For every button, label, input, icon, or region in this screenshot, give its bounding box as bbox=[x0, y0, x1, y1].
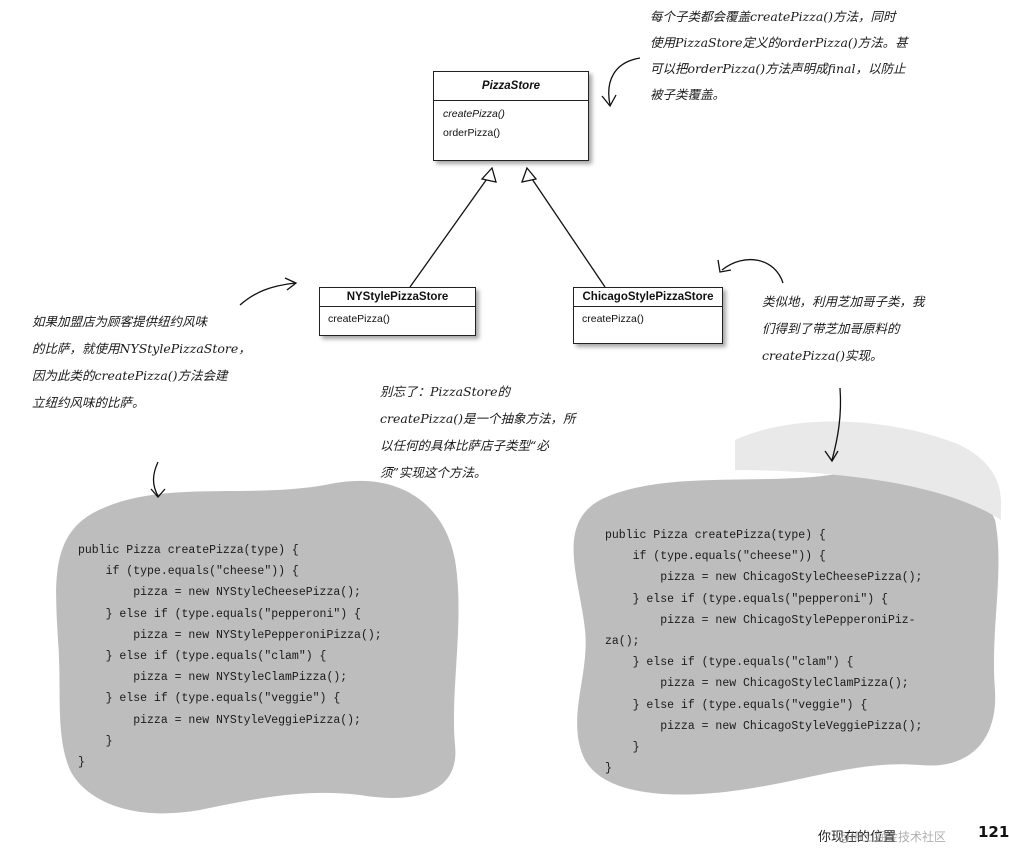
chicago-inherit-line bbox=[529, 175, 606, 288]
right-down-arrowhead bbox=[824, 450, 839, 463]
background-shape bbox=[735, 421, 1001, 520]
ny-inherit-arrowhead bbox=[480, 166, 497, 183]
chicago-createpizza-code: public Pizza createPizza(type) { if (typ… bbox=[605, 529, 923, 776]
chicago-inherit-arrowhead bbox=[520, 166, 538, 183]
chicago-code-blob bbox=[573, 470, 999, 795]
footer-location-label: 你现在的位置 bbox=[818, 830, 897, 845]
note-right-arrow bbox=[721, 258, 784, 284]
left-down-arrowhead bbox=[150, 488, 166, 498]
ny-code-blob bbox=[56, 480, 459, 814]
left-down-arrow bbox=[152, 461, 159, 497]
chicagostylepizzastore-class-name: ChicagoStylePizzaStore bbox=[574, 288, 722, 307]
ny-createpizza-code: public Pizza createPizza(type) { if (typ… bbox=[78, 544, 382, 770]
note-top-arrowhead bbox=[601, 94, 617, 108]
note-left: 如果加盟店为顾客提供纽约风味 的比萨，就使用NYStylePizzaStore，… bbox=[32, 314, 251, 410]
pizzastore-class-box: PizzaStore createPizza() orderPizza() bbox=[433, 71, 589, 161]
ny-inherit-line bbox=[409, 175, 490, 288]
note-middle: 别忘了：PizzaStore的 createPizza()是一个抽象方法，所 以… bbox=[380, 384, 576, 480]
note-top: 每个子类都会覆盖createPizza()方法，同时 使用PizzaStore定… bbox=[650, 9, 908, 102]
pizzastore-methods: createPizza() orderPizza() bbox=[434, 101, 588, 149]
page-number: 121 bbox=[978, 823, 1009, 841]
right-down-arrow bbox=[831, 387, 842, 461]
chicagostylepizzastore-method-createpizza: createPizza() bbox=[582, 313, 644, 325]
nystylepizzastore-method-createpizza: createPizza() bbox=[328, 313, 390, 325]
nystylepizzastore-class-box: NYStylePizzaStore createPizza() bbox=[319, 287, 476, 336]
nystylepizzastore-class-name: NYStylePizzaStore bbox=[320, 288, 475, 307]
note-left-arrow bbox=[239, 282, 296, 306]
pizzastore-method-createpizza: createPizza() bbox=[443, 108, 505, 120]
note-left-arrowhead bbox=[284, 277, 298, 291]
chicagostylepizzastore-class-box: ChicagoStylePizzaStore createPizza() bbox=[573, 287, 723, 344]
note-top-arrow bbox=[608, 57, 641, 106]
chicagostylepizzastore-methods: createPizza() bbox=[574, 307, 722, 332]
pizzastore-class-name: PizzaStore bbox=[434, 72, 588, 101]
note-right: 类似地，利用芝加哥子类，我 们得到了带芝加哥原料的 createPizza()实… bbox=[762, 294, 925, 363]
watermark: @稀土掘金技术社区 bbox=[838, 830, 947, 844]
note-right-arrowhead bbox=[717, 259, 732, 273]
pizzastore-method-orderpizza: orderPizza() bbox=[443, 127, 501, 139]
nystylepizzastore-methods: createPizza() bbox=[320, 307, 475, 332]
